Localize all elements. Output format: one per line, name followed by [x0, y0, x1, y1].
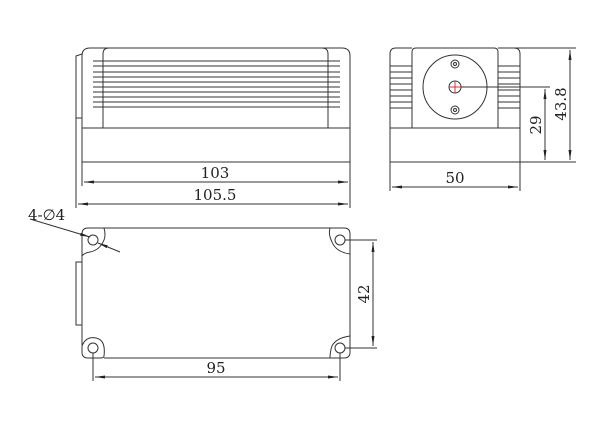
dim-95-label: 95 — [206, 359, 225, 377]
end-view: 50 29 43.8 — [389, 47, 576, 191]
dim-29-label: 29 — [527, 115, 545, 134]
cooling-fins — [93, 60, 340, 108]
mount-hole — [334, 342, 346, 354]
mount-hole — [87, 234, 99, 246]
mount-hole — [87, 342, 99, 354]
side-view: 103 105.5 — [75, 47, 351, 208]
dim-103-label: 103 — [201, 164, 230, 182]
dim-43-8-label: 43.8 — [552, 87, 570, 120]
dim-50-label: 50 — [445, 169, 464, 187]
dim-42-label: 42 — [355, 284, 373, 303]
center-mark-icon — [449, 81, 461, 93]
hole-callout-label: 4-∅4 — [28, 206, 65, 224]
dim-105-5-label: 105.5 — [194, 186, 237, 204]
bottom-view: 4-∅4 42 95 — [28, 206, 377, 381]
end-fins — [390, 65, 520, 109]
mount-hole — [334, 234, 346, 246]
